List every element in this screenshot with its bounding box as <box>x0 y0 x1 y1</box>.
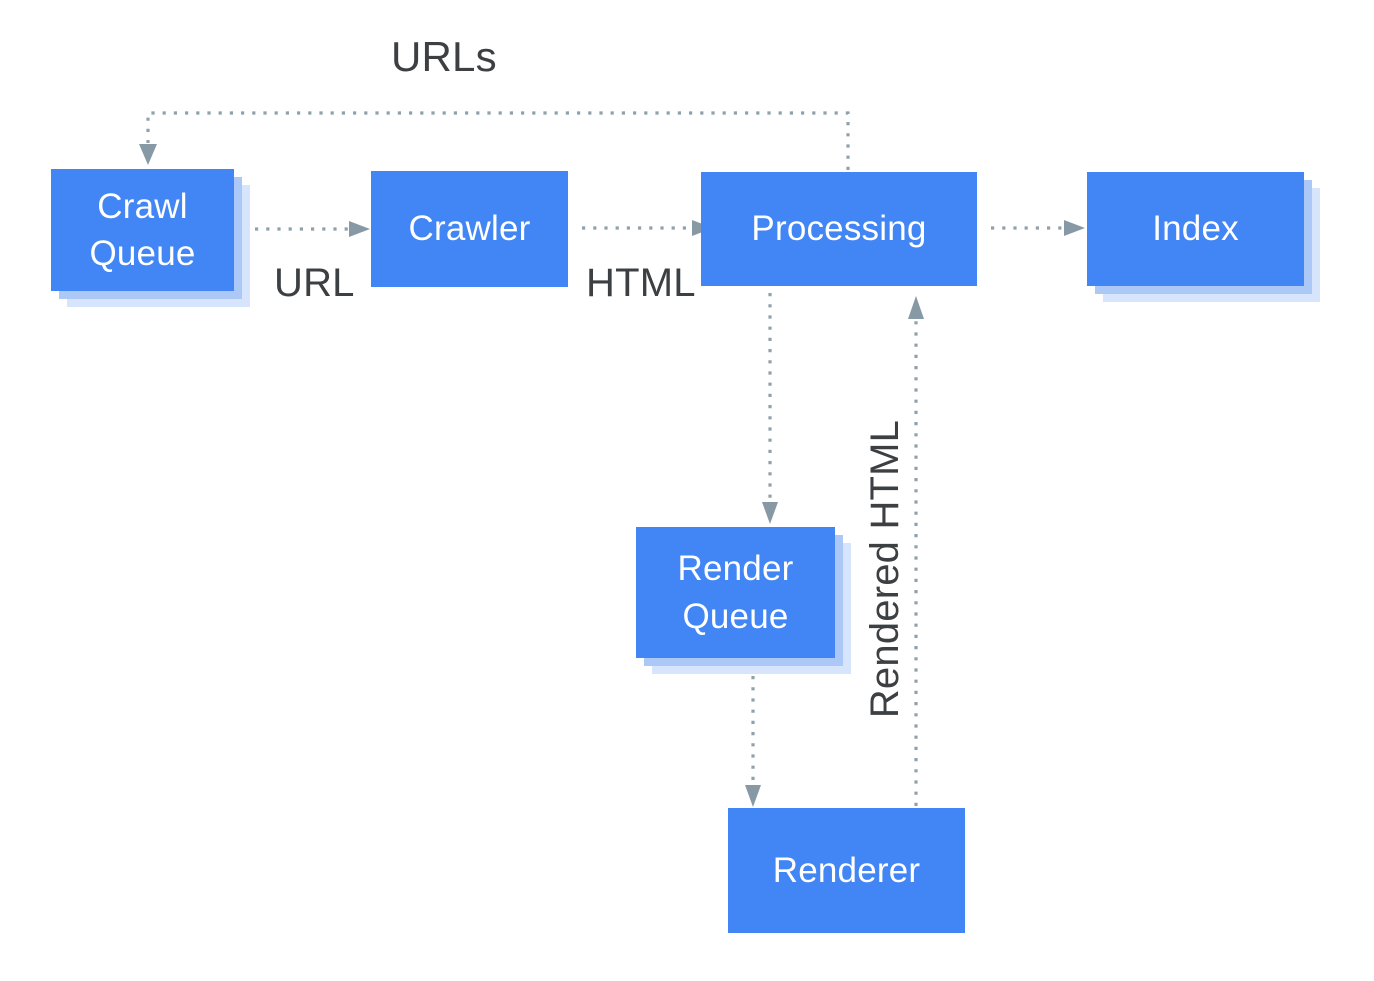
arrowhead-right-icon <box>1064 220 1085 236</box>
edge-crawl-queue-to-crawler <box>255 221 370 237</box>
edge-renderer-to-processing <box>908 296 924 806</box>
arrowhead-down-icon <box>745 785 761 807</box>
edge-processing-to-crawl-queue <box>139 111 850 170</box>
node-crawler: Crawler <box>371 171 568 287</box>
edge-render-queue-to-renderer <box>745 676 761 807</box>
edge-processing-to-index <box>991 220 1085 236</box>
edge-label-rendered-html: Rendered HTML <box>863 419 907 719</box>
edge-label-html: HTML <box>586 261 696 305</box>
arrowhead-down-icon <box>762 502 778 524</box>
edge-label-url: URL <box>274 261 355 305</box>
edge-label-urls: URLs <box>391 33 497 80</box>
node-processing: Processing <box>701 172 977 286</box>
node-crawl-queue: Crawl Queue <box>51 169 234 291</box>
arrowhead-down-icon <box>139 144 157 165</box>
node-renderer: Renderer <box>728 808 965 933</box>
node-render-queue: Render Queue <box>636 527 835 658</box>
arrowhead-up-icon <box>908 296 924 319</box>
arrowhead-right-icon <box>349 221 370 237</box>
edge-processing-to-render-queue <box>762 293 778 524</box>
edge-crawler-to-processing <box>582 220 713 236</box>
node-index: Index <box>1087 172 1304 286</box>
